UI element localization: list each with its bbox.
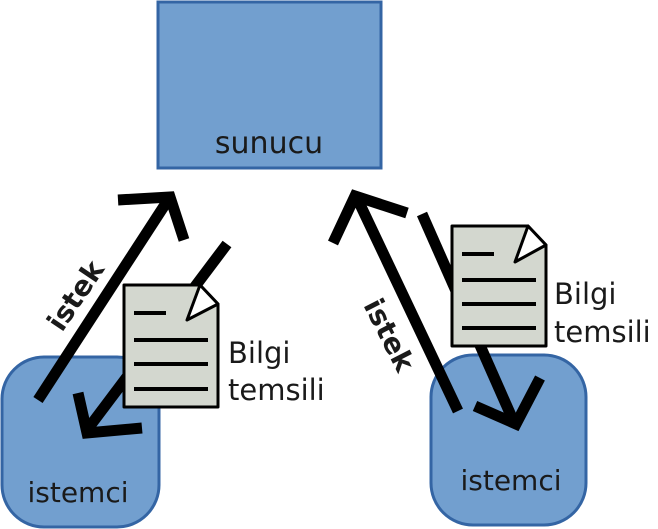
request-arrow-left-head (117, 191, 190, 242)
document-label-right-line1: Bilgi (554, 277, 616, 311)
document-icon-right (450, 224, 548, 348)
document-label-left-line1: Bilgi (228, 336, 290, 370)
request-arrow-right (328, 189, 463, 414)
server-label: sunucu (215, 126, 323, 161)
request-arrow-left (33, 191, 190, 403)
request-arrow-right-head (328, 189, 409, 246)
request-arrow-left-shaft (33, 197, 173, 403)
client-label-left: istemci (27, 476, 128, 509)
client-box-right (429, 353, 588, 527)
request-arrow-right-shaft (352, 195, 463, 414)
server-box (156, 0, 383, 170)
document-icon-left (122, 283, 220, 409)
document-label-left-line2: temsili (228, 373, 325, 407)
server-node: sunucu (156, 0, 383, 170)
client-label-right: istemci (460, 464, 561, 497)
client-node-right: istemci (429, 353, 588, 527)
document-label-right-line2: temsili (554, 315, 651, 349)
response-arrow-right-head (472, 375, 545, 432)
response-arrow-left-head (72, 391, 143, 439)
